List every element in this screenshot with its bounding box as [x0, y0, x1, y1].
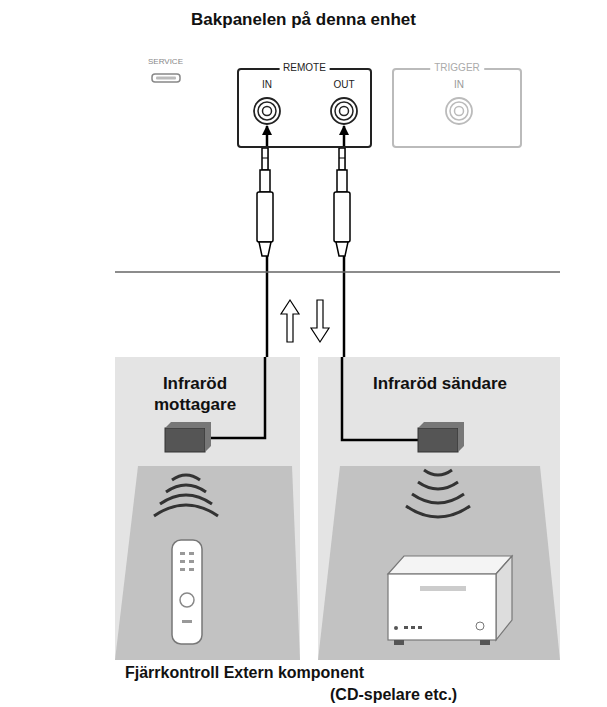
jack-socket: IN — [252, 78, 282, 126]
text-label: Fjärrkontroll Extern komponent — [125, 664, 364, 682]
jack-socket: IN — [444, 78, 474, 126]
floor-area — [115, 466, 300, 660]
ir-waves — [406, 470, 470, 517]
direction-arrow — [281, 300, 299, 342]
jack-label: OUT — [319, 79, 369, 91]
direction-arrow — [311, 300, 329, 342]
jack-ring — [335, 102, 353, 120]
ir-transmitter-top — [418, 422, 464, 452]
jack-ring — [450, 102, 468, 120]
panel-heading: TRIGGER — [430, 62, 484, 74]
diagram-title: Bakpanelen på denna enhet — [0, 10, 607, 30]
connector-panel: TRIGGERIN — [392, 68, 522, 148]
cd-player — [388, 556, 512, 645]
usb-port-inner — [156, 77, 176, 80]
jack-ring — [258, 102, 276, 120]
jack-label: IN — [434, 79, 484, 91]
room-panel — [115, 357, 300, 660]
floor-area — [318, 466, 560, 660]
ir-waves — [154, 475, 218, 516]
jack-ring — [455, 107, 464, 116]
jack-ring — [340, 107, 349, 116]
jack-plug — [334, 148, 350, 256]
text-label: SERVICE — [148, 57, 183, 66]
panel-heading: REMOTE — [279, 62, 330, 74]
room-area: Infraröd sändare — [318, 357, 560, 465]
jack-plug — [257, 148, 273, 256]
cable — [342, 357, 418, 440]
usb-port — [152, 74, 180, 82]
jack-ring — [331, 98, 357, 124]
ir-receiver — [165, 428, 205, 452]
room-area: Infraröd mottagare — [115, 357, 300, 465]
jack-symbol — [444, 96, 474, 126]
jack-socket: OUT — [329, 78, 359, 126]
connector-panel: REMOTEINOUT — [237, 68, 372, 148]
jack-symbol — [329, 96, 359, 126]
jack-ring — [254, 98, 280, 124]
device-label: Infraröd sändare — [340, 373, 540, 394]
jack-label: IN — [242, 79, 292, 91]
device-label: Infraröd mottagare — [120, 373, 270, 415]
jack-ring — [263, 107, 272, 116]
wall-line — [115, 271, 560, 273]
room-panel — [318, 357, 560, 660]
jack-ring — [446, 98, 472, 124]
jack-symbol — [252, 96, 282, 126]
text-label: (CD-spelare etc.) — [330, 686, 457, 704]
remote-control — [172, 540, 202, 644]
ir-receiver-top — [165, 422, 211, 452]
ir-transmitter — [418, 428, 458, 452]
